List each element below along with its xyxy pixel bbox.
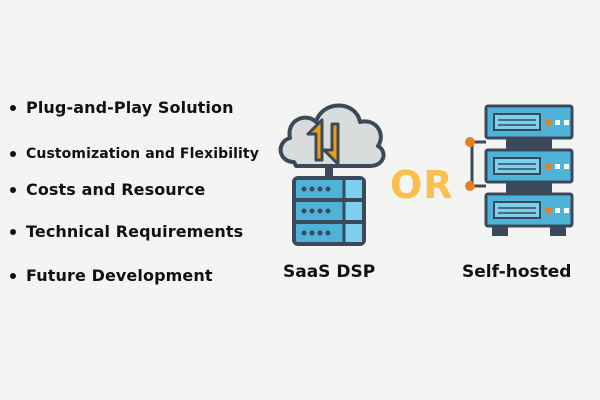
- list-item: Costs and Resource: [10, 180, 205, 199]
- cloud-server-sync-icon: [278, 103, 386, 246]
- self-hosted-label: Self-hosted: [462, 262, 572, 282]
- list-item-label: Customization and Flexibility: [26, 146, 259, 162]
- saas-dsp-label: SaaS DSP: [283, 262, 376, 282]
- bullet-icon: [10, 186, 16, 193]
- list-item: Plug-and-Play Solution: [10, 98, 234, 117]
- list-item: Customization and Flexibility: [10, 146, 259, 162]
- list-item-label: Future Development: [26, 266, 213, 285]
- bullet-icon: [10, 104, 16, 111]
- list-item-label: Plug-and-Play Solution: [26, 98, 234, 117]
- list-item-label: Technical Requirements: [26, 222, 244, 241]
- bullet-icon: [10, 272, 16, 279]
- upload-arrow-icon: [306, 118, 324, 162]
- download-arrow-icon: [322, 122, 340, 166]
- bullet-icon: [10, 151, 16, 157]
- bullet-icon: [10, 228, 16, 235]
- list-item: Future Development: [10, 266, 213, 285]
- list-item-label: Costs and Resource: [26, 180, 206, 199]
- connector-rail: [470, 140, 486, 188]
- connector-dot: [465, 137, 475, 147]
- list-item: Technical Requirements: [10, 222, 243, 241]
- connector-dot: [465, 181, 475, 191]
- server-rack-icon: [465, 104, 574, 236]
- or-separator: OR: [390, 163, 454, 207]
